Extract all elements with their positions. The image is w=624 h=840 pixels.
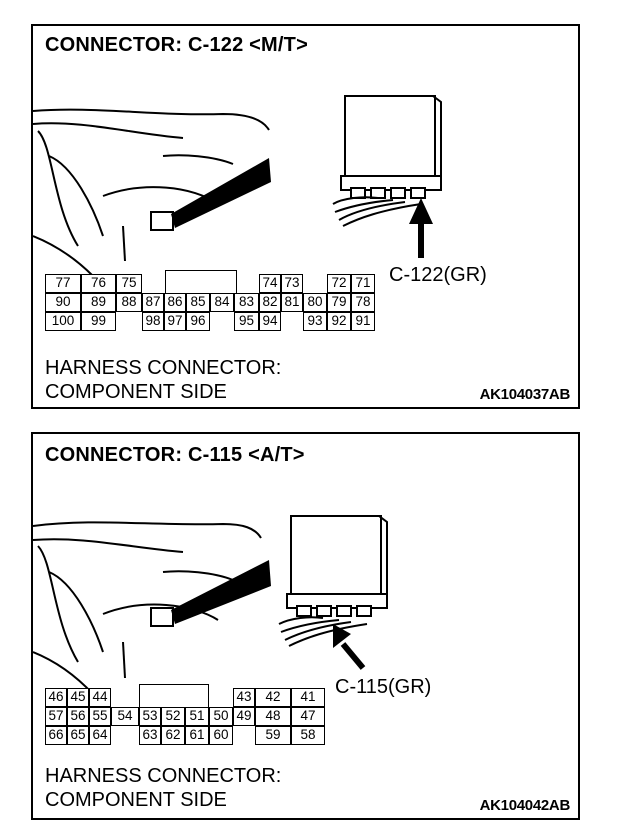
connector-callout: C-115(GR) (335, 676, 432, 698)
pin-cell: 84 (210, 293, 234, 312)
pin-cell: 93 (303, 312, 327, 331)
pin-cell: 76 (81, 274, 116, 293)
pin-cell: 47 (291, 707, 325, 726)
pin-cell: 79 (327, 293, 351, 312)
pin-cell: 98 (142, 312, 164, 331)
panel-title: CONNECTOR: C-115 <A/T> (45, 444, 305, 466)
pin-cell: 46 (45, 688, 67, 707)
pin-cell: 58 (291, 726, 325, 745)
connector-panel-c115: CONNECTOR: C-115 <A/T> (31, 432, 580, 820)
pin-cell: 65 (67, 726, 89, 745)
pin-grid: 46 45 44 43 42 41 57 56 55 54 53 52 51 5… (45, 684, 325, 758)
side-label-line2: COMPONENT SIDE (45, 381, 227, 403)
pin-cell: 71 (351, 274, 375, 293)
pin-cell: 90 (45, 293, 81, 312)
pin-cell: 52 (161, 707, 185, 726)
pin-cell: 91 (351, 312, 375, 331)
pin-cell: 56 (67, 707, 89, 726)
pin-cell: 94 (259, 312, 281, 331)
pin-cell: 53 (139, 707, 161, 726)
pin-cell: 44 (89, 688, 111, 707)
pin-cell: 60 (209, 726, 233, 745)
pin-cell: 82 (259, 293, 281, 312)
pin-cell: 75 (116, 274, 142, 293)
pin-cell: 100 (45, 312, 81, 331)
side-label-line1: HARNESS CONNECTOR: (45, 765, 282, 787)
pin-cell: 80 (303, 293, 327, 312)
pin-cell: 63 (139, 726, 161, 745)
pin-cell: 81 (281, 293, 303, 312)
side-label-line2: COMPONENT SIDE (45, 789, 227, 811)
pin-grid: 77 76 75 74 73 72 71 90 89 88 87 86 85 8… (45, 270, 375, 344)
pin-cell: 45 (67, 688, 89, 707)
pin-cell: 86 (164, 293, 186, 312)
pin-cell: 57 (45, 707, 67, 726)
pin-cell: 89 (81, 293, 116, 312)
pin-cell: 50 (209, 707, 233, 726)
pin-cell: 49 (233, 707, 255, 726)
pin-cell: 61 (185, 726, 209, 745)
pin-cell: 48 (255, 707, 291, 726)
connector-callout: C-122(GR) (389, 264, 487, 286)
pin-cell: 74 (259, 274, 281, 293)
pin-cell: 78 (351, 293, 375, 312)
pin-cell: 41 (291, 688, 325, 707)
pin-cell: 66 (45, 726, 67, 745)
pin-cell: 99 (81, 312, 116, 331)
pin-cell: 54 (111, 707, 139, 726)
side-label-line1: HARNESS CONNECTOR: (45, 357, 282, 379)
pin-cell: 92 (327, 312, 351, 331)
dashboard-illustration (33, 95, 442, 277)
pin-cell: 62 (161, 726, 185, 745)
pin-cell: 55 (89, 707, 111, 726)
pin-cell: 42 (255, 688, 291, 707)
pin-cell: 77 (45, 274, 81, 293)
panel-title: CONNECTOR: C-122 <M/T> (45, 34, 308, 56)
connector-key (165, 270, 237, 293)
dashboard-illustration (33, 515, 388, 695)
connector-panel-c122: CONNECTOR: C-122 <M/T> (31, 24, 580, 409)
pin-cell: 95 (234, 312, 259, 331)
pin-cell: 88 (116, 293, 142, 312)
pin-cell: 96 (186, 312, 210, 331)
pin-cell: 64 (89, 726, 111, 745)
pin-cell: 72 (327, 274, 351, 293)
connector-key (139, 684, 209, 707)
pin-cell: 97 (164, 312, 186, 331)
pin-cell: 51 (185, 707, 209, 726)
pin-cell: 85 (186, 293, 210, 312)
pin-cell: 43 (233, 688, 255, 707)
pin-cell: 83 (234, 293, 259, 312)
pin-cell: 87 (142, 293, 164, 312)
pin-cell: 73 (281, 274, 303, 293)
pin-cell: 59 (255, 726, 291, 745)
figure-code: AK104042AB (479, 797, 571, 814)
figure-code: AK104037AB (479, 386, 571, 403)
